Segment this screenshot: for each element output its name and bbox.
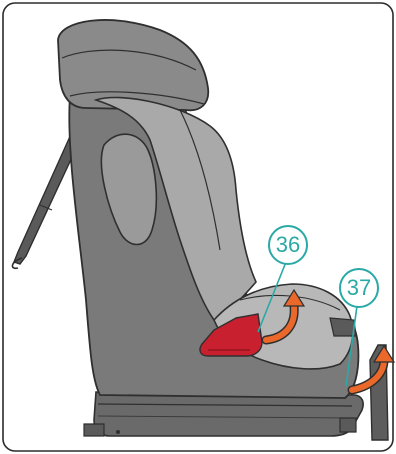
step-callout-37: 37 [339,268,379,308]
step-callout-36: 36 [268,225,308,265]
